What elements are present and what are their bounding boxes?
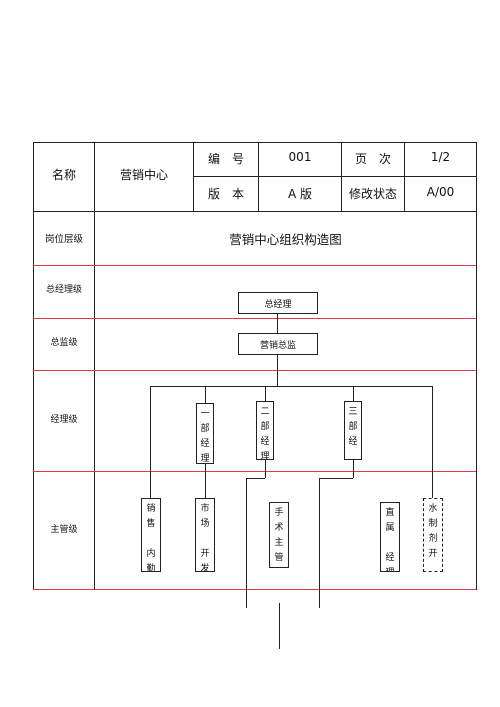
connector-drop-dept1 (205, 386, 206, 403)
row-divider-1 (33, 265, 476, 266)
dept3-manager-box: 三部经 (344, 401, 362, 460)
connector-drop-5 (432, 386, 433, 498)
connector-dept2-down (265, 460, 266, 478)
table-border-top (33, 142, 476, 143)
surgery-supervisor-box: 手术主管 (269, 502, 289, 568)
connector-dept3-long (319, 478, 320, 608)
connector-drop-1 (150, 386, 151, 498)
table-col-divider-2 (258, 142, 259, 211)
revision-value: A/00 (426, 185, 455, 199)
connector-bottom (279, 603, 280, 649)
table-col-divider-1 (193, 142, 194, 211)
table-row-divider (193, 176, 476, 177)
level-manager: 经理级 (50, 415, 78, 425)
level-director: 总监级 (50, 338, 78, 348)
connector-dept3-down (353, 460, 354, 478)
level-gm: 总经理级 (45, 285, 82, 295)
revision-label: 修改状态 (348, 187, 397, 201)
page-label: 页 次 (354, 152, 391, 166)
row-divider-4 (33, 471, 476, 472)
row-divider-5 (33, 589, 476, 590)
level-column-divider (94, 142, 95, 590)
table-col-divider-4 (404, 142, 405, 211)
table-border-mid (33, 211, 476, 212)
market-dev-box: 市场 开发 (195, 498, 215, 572)
code-label: 编 号 (207, 152, 244, 166)
dept1-manager-box: 一部经理 (196, 403, 214, 464)
level-supervisor: 主管级 (50, 525, 78, 535)
table-col-divider-3 (341, 142, 342, 211)
direct-manager-box: 直属 经理 (380, 502, 400, 572)
connector-director-bus (277, 354, 278, 386)
row-divider-3 (33, 370, 476, 371)
connector-dept2-long (246, 478, 247, 608)
connector-gm-director (277, 313, 278, 333)
version-label: 版 本 (207, 187, 244, 201)
gm-box: 总经理 (238, 292, 318, 314)
manager-bus (150, 386, 433, 387)
row-divider-2 (33, 318, 476, 319)
code-value: 001 (288, 150, 312, 164)
table-border-right (476, 142, 477, 590)
water-agent-dev-box: 水制剂开 (423, 498, 443, 572)
page-value: 1/2 (430, 150, 451, 164)
sales-support-box: 销售 内勤 (141, 498, 161, 572)
connector-drop-dept3 (353, 386, 354, 401)
chart-title: 营销中心组织构造图 (229, 232, 342, 247)
dept2-manager-box: 二部经理 (256, 401, 274, 460)
connector-dept2-bus (246, 478, 265, 479)
name-label: 名称 (51, 168, 76, 182)
level-header: 岗位层级 (44, 234, 83, 245)
table-border-left (33, 142, 34, 590)
connector-dept1-sup (205, 463, 206, 498)
connector-dept3-bus (319, 478, 353, 479)
director-box: 营销总监 (238, 333, 318, 355)
connector-drop-dept2 (265, 386, 266, 401)
version-value: A 版 (287, 187, 313, 201)
name-value: 营销中心 (119, 168, 168, 182)
